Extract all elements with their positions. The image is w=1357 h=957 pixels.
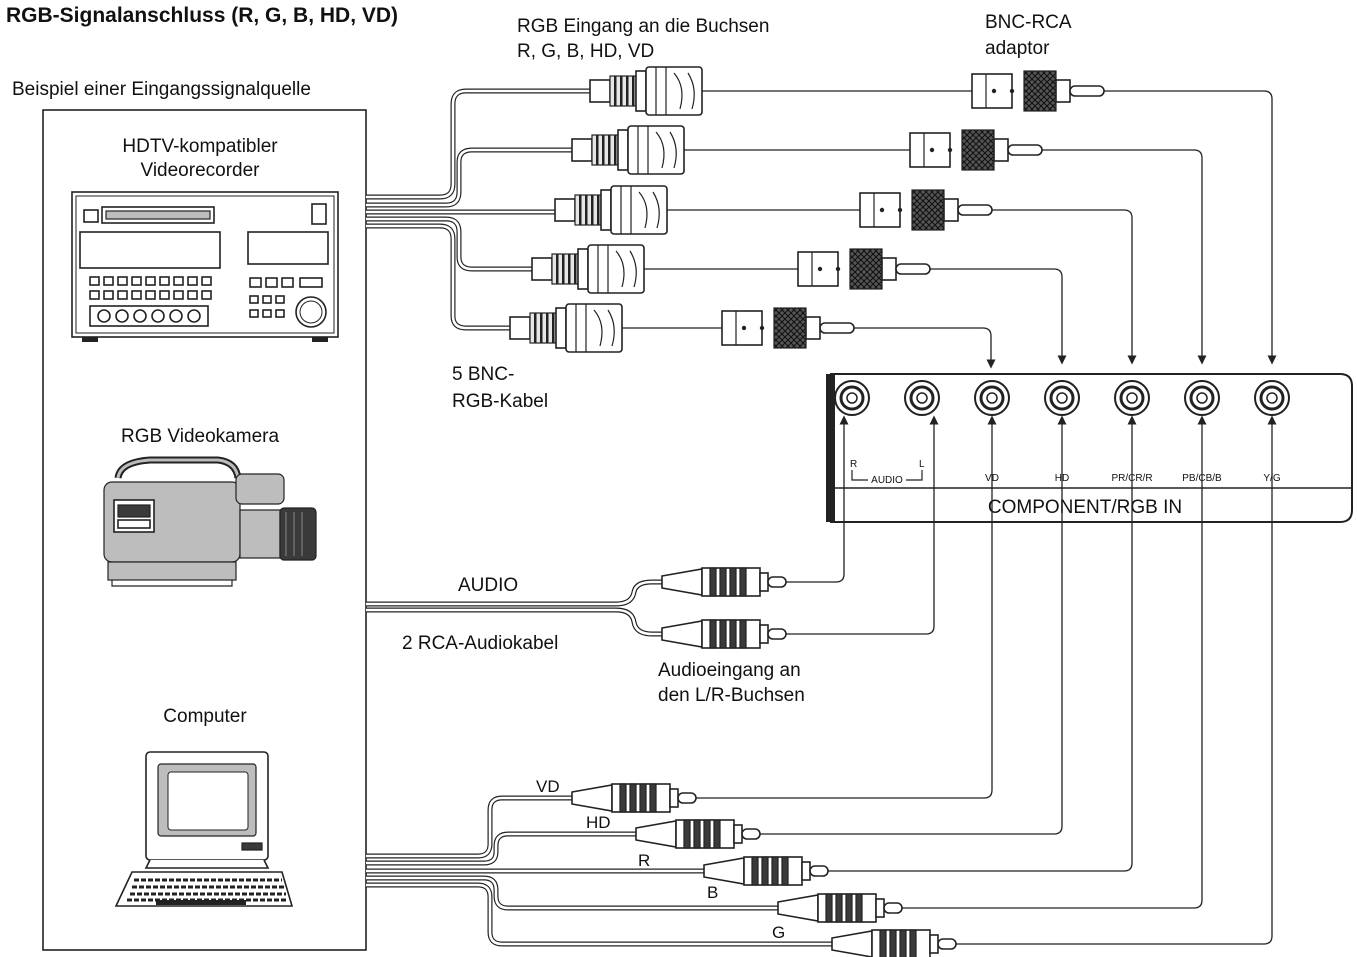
computer-cable-bundle — [366, 795, 832, 947]
rca-audio-plug-r — [661, 567, 787, 597]
audio-input-label-line2: den L/R-Buchsen — [658, 685, 805, 706]
adaptor-label-line2: adaptor — [985, 38, 1050, 59]
bnc-plug-1 — [589, 66, 703, 116]
bnc-plug-4 — [531, 244, 645, 294]
jack-audio-l[interactable] — [903, 379, 941, 417]
diagram-title: RGB-Signalanschluss (R, G, B, HD, VD) — [6, 4, 398, 27]
jack-label-r: R — [850, 459, 857, 470]
camera-label: RGB Videokamera — [121, 426, 279, 447]
bnc-rca-adaptor-5 — [721, 307, 855, 349]
adaptor-label-line1: BNC-RCA — [985, 12, 1072, 33]
computer-label: Computer — [163, 706, 247, 727]
cable-label-vd: VD — [536, 777, 560, 796]
rca-plug-b — [777, 893, 903, 923]
video-camera-icon — [103, 456, 317, 587]
audio-cable-label: 2 RCA-Audiokabel — [402, 633, 558, 654]
component-rgb-panel: R L AUDIO VD HD PR/CR/R PB/CB/B Y/G COMP… — [826, 373, 1353, 523]
cable-label-g: G — [772, 923, 785, 942]
bnc-rca-adaptor-4 — [797, 248, 931, 290]
cable-label-b: B — [707, 883, 718, 902]
jack-y-g[interactable] — [1253, 379, 1291, 417]
jack-label-l: L — [919, 459, 925, 470]
bnc-cable-label-line1: 5 BNC- — [452, 364, 514, 385]
rca-plug-hd — [635, 819, 761, 849]
bnc-rca-adaptor-3 — [859, 189, 993, 231]
audio-group-label: AUDIO — [871, 475, 903, 486]
cable-label-r: R — [638, 851, 650, 870]
bnc-plug-2 — [571, 125, 685, 175]
rca-plug-r — [703, 856, 829, 886]
computer-icon — [114, 751, 294, 907]
rca-plug-g — [831, 929, 957, 957]
audio-label: AUDIO — [458, 575, 518, 596]
rgb-input-label-line1: RGB Eingang an die Buchsen — [517, 16, 769, 37]
jack-pr-cr-r[interactable] — [1113, 379, 1151, 417]
jack-audio-r[interactable] — [833, 379, 871, 417]
rca-audio-plug-l — [661, 619, 787, 649]
vcr-label-line1: HDTV-kompatibler — [122, 136, 278, 157]
vcr-label-line2: Videorecorder — [140, 160, 260, 181]
bnc-plug-3 — [554, 185, 668, 235]
rgb-input-label-line2: R, G, B, HD, VD — [517, 41, 654, 62]
bnc-plug-5 — [509, 303, 623, 353]
source-example-label: Beispiel einer Eingangssignalquelle — [12, 79, 311, 100]
vcr-icon — [71, 191, 339, 342]
audio-input-label-line1: Audioeingang an — [658, 660, 801, 681]
bnc-cable-bundle — [366, 88, 590, 331]
jack-pb-cb-b[interactable] — [1183, 379, 1221, 417]
rca-plug-vd — [571, 783, 697, 813]
audio-cable-bundle — [366, 579, 662, 637]
jack-vd[interactable] — [973, 379, 1011, 417]
panel-title: COMPONENT/RGB IN — [988, 497, 1182, 518]
bnc-rca-adaptor-1 — [971, 70, 1105, 112]
bnc-rca-adaptor-2 — [909, 129, 1043, 171]
bnc-cable-label-line2: RGB-Kabel — [452, 391, 548, 412]
cable-label-hd: HD — [586, 813, 611, 832]
jack-hd[interactable] — [1043, 379, 1081, 417]
